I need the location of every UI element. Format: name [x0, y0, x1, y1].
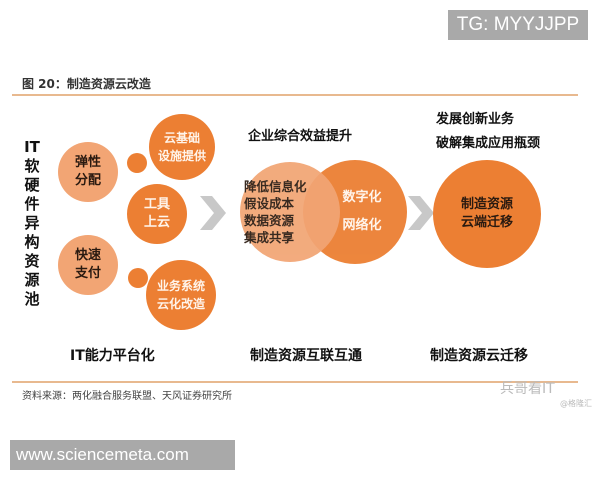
watermark-badge-top: TG: MYYJJPP — [448, 10, 588, 40]
stage2-heading: 企业综合效益提升 — [247, 129, 352, 144]
gelonghui-watermark: @格隆汇 — [560, 399, 592, 408]
stage3-label: 制造资源云迁移 — [430, 348, 528, 364]
chevron-right-icon — [200, 196, 226, 230]
small-dot-bottom — [128, 268, 148, 288]
small-dot-top — [127, 153, 147, 173]
circle-cloud-migration: 制造资源 云端迁移 — [433, 160, 541, 268]
circle-text: 制造资源 云端迁移 — [460, 197, 513, 230]
source-text: 资料来源：两化融合服务联盟、天风证券研究所 — [22, 391, 232, 402]
stage2-label: 制造资源互联互通 — [250, 348, 362, 364]
circle-fast-payment: 快速 支付 — [58, 235, 118, 295]
circle-text: 云基础 设施提供 — [157, 131, 206, 163]
stage3-heading-line1: 发展创新业务 — [436, 112, 515, 127]
circle-text: 快速 支付 — [74, 248, 101, 281]
circle-tools-to-cloud: 工具 上云 — [127, 184, 187, 244]
circle-text: 弹性 分配 — [74, 155, 101, 188]
top-divider — [12, 94, 578, 96]
circle-elastic-allocation: 弹性 分配 — [58, 142, 118, 202]
stage1-label: IT能力平台化 — [70, 348, 155, 364]
chevron-right-icon — [408, 196, 434, 230]
circle-text: 数字化 网络化 — [342, 190, 382, 233]
circle-text: 工具 上云 — [143, 197, 170, 230]
stage3-heading-line2: 破解集成应用瓶颈 — [436, 136, 541, 151]
figure-title: 图 20：制造资源云改造 — [22, 77, 151, 91]
circle-text: 业务系统 云化改造 — [156, 279, 205, 311]
circle-cloud-infrastructure: 云基础 设施提供 — [149, 114, 215, 180]
watermark-badge-bottom: www.sciencemeta.com — [10, 440, 235, 470]
vertical-label: IT 软 硬 件 异 构 资 源 池 — [24, 138, 40, 308]
circle-cost-reduction: 降低信息化 假设成本 数据资源 集成共享 — [240, 162, 340, 262]
circle-text: 降低信息化 假设成本 数据资源 集成共享 — [244, 179, 307, 245]
circle-business-system-cloud: 业务系统 云化改造 — [146, 260, 216, 330]
bottom-divider — [12, 381, 578, 383]
wechat-watermark: 兵哥看IT — [500, 381, 555, 397]
